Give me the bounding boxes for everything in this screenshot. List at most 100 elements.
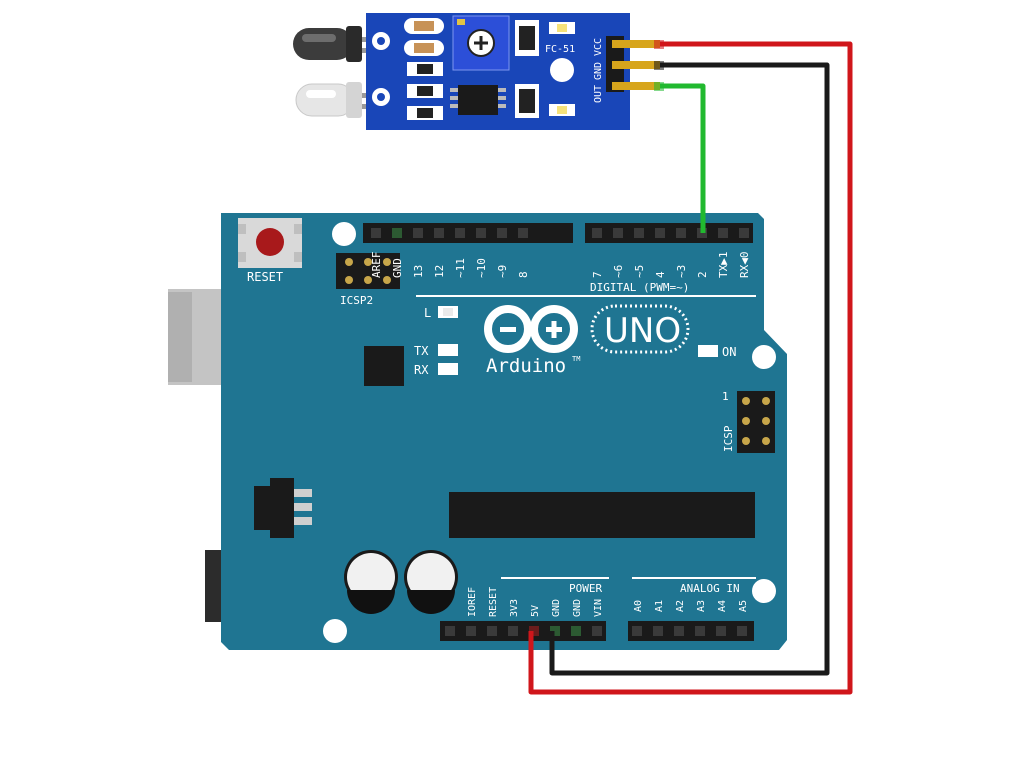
header-pin-a0[interactable]: [632, 626, 642, 636]
header-pin-vin[interactable]: [592, 626, 602, 636]
led-l: [438, 306, 458, 318]
header-pin-label: ~3: [675, 265, 688, 278]
icsp2-header: [336, 253, 400, 289]
header-pin-rx-0[interactable]: [739, 228, 749, 238]
header-pin-tx-1[interactable]: [718, 228, 728, 238]
board-mounting-hole: [332, 222, 356, 246]
sensor-pin-label-vcc: VCC: [593, 38, 604, 56]
sensor-header: [606, 36, 660, 92]
power-header-label: POWER: [569, 582, 602, 595]
header-pin-label: A2: [675, 600, 686, 612]
header-pin-gnd[interactable]: [571, 626, 581, 636]
usb-interface-chip: [364, 346, 404, 386]
header-pin-label: RESET: [488, 587, 499, 617]
header-pin-label: A5: [738, 600, 749, 612]
led-rx-label: RX: [414, 363, 429, 377]
board-mounting-hole: [752, 579, 776, 603]
header-pin-10[interactable]: [476, 228, 486, 238]
led-tx-label: TX: [414, 344, 429, 358]
header-pin-reset[interactable]: [487, 626, 497, 636]
sensor-pin-vcc[interactable]: [612, 40, 660, 48]
header-pin-a5[interactable]: [737, 626, 747, 636]
icsp-header: [737, 391, 775, 453]
power-header: [440, 621, 606, 641]
header-pin-label: 12: [433, 265, 446, 278]
header-pin-a4[interactable]: [716, 626, 726, 636]
header-pin-gnd[interactable]: [392, 228, 402, 238]
header-pin-label: 2: [696, 271, 709, 278]
brand-trademark: TM: [572, 355, 580, 363]
header-pin-label: A0: [633, 600, 644, 612]
header-pin-label: GND: [551, 599, 562, 617]
header-pin-label: A4: [717, 600, 728, 612]
digital-header-right: [585, 223, 753, 243]
header-pin-label: 5V: [530, 605, 541, 617]
board-pcb: [221, 213, 787, 650]
header-pin-label: 13: [412, 265, 425, 278]
sensor-pin-out[interactable]: [612, 82, 660, 90]
header-pin-label: A3: [696, 600, 707, 612]
board-mounting-hole: [323, 619, 347, 643]
header-pin-label: GND: [572, 599, 583, 617]
header-pin-label: ~6: [612, 265, 625, 278]
header-pin-gnd[interactable]: [550, 626, 560, 636]
ir-sensor-module: FC-51 VCC GND OUT: [293, 13, 660, 130]
digital-header-label: DIGITAL (PWM=~): [590, 281, 689, 294]
header-pin-label: 8: [517, 271, 530, 278]
microcontroller-chip: [449, 492, 755, 538]
header-pin-label: IOREF: [467, 587, 478, 617]
icsp-pin1-label: 1: [722, 390, 729, 403]
board-mounting-hole: [752, 345, 776, 369]
header-pin-label: GND: [391, 258, 404, 278]
header-pin-label: VIN: [593, 599, 604, 617]
wire-vcc-to-5v[interactable]: [528, 41, 853, 695]
header-pin-label: ~5: [633, 265, 646, 278]
header-pin-a1[interactable]: [653, 626, 663, 636]
reset-button[interactable]: [238, 218, 302, 268]
potentiometer: [452, 15, 510, 71]
header-pin-label: 7: [591, 271, 604, 278]
header-pin-a2[interactable]: [674, 626, 684, 636]
header-pin-4[interactable]: [655, 228, 665, 238]
capacitor: [404, 550, 458, 614]
header-pin-a3[interactable]: [695, 626, 705, 636]
header-pin-5[interactable]: [634, 228, 644, 238]
wire-out-to-pin-2[interactable]: [660, 83, 706, 233]
brand-label: Arduino: [486, 355, 566, 377]
header-pin-aref[interactable]: [371, 228, 381, 238]
header-pin-3[interactable]: [676, 228, 686, 238]
header-pin-3v3[interactable]: [508, 626, 518, 636]
sensor-pin-label-gnd: GND: [593, 62, 604, 80]
header-pin-label: ~10: [475, 258, 488, 278]
analog-header: [628, 621, 754, 641]
resistor: [404, 18, 444, 34]
header-pin-label: TX▶1: [717, 252, 730, 279]
header-pin-11[interactable]: [455, 228, 465, 238]
resistor: [404, 40, 444, 56]
sensor-pin-label-out: OUT: [593, 85, 604, 103]
comparator-ic: [450, 85, 506, 115]
board-model-label: UNO: [604, 311, 681, 351]
uno-badge: UNO: [590, 304, 690, 354]
header-pin-nc[interactable]: [445, 626, 455, 636]
header-pin-5v[interactable]: [529, 626, 539, 636]
header-pin-6[interactable]: [613, 228, 623, 238]
header-pin-label: 3V3: [509, 599, 520, 617]
header-pin-7[interactable]: [592, 228, 602, 238]
header-pin-12[interactable]: [434, 228, 444, 238]
header-pin-9[interactable]: [497, 228, 507, 238]
led-l-label: L: [424, 306, 431, 320]
header-pin-label: A1: [654, 600, 665, 612]
header-pin-label: 4: [654, 271, 667, 278]
header-pin-label: ~9: [496, 265, 509, 278]
header-pin-ioref[interactable]: [466, 626, 476, 636]
wires: [528, 40, 853, 695]
header-pin-8[interactable]: [518, 228, 528, 238]
wire-gnd-to-gnd[interactable]: [549, 62, 830, 676]
header-pin-13[interactable]: [413, 228, 423, 238]
header-pin-label: AREF: [370, 252, 383, 279]
sensor-pin-gnd[interactable]: [612, 61, 660, 69]
icsp-label: ICSP: [722, 425, 735, 452]
header-pin-label: RX◀0: [738, 252, 751, 279]
